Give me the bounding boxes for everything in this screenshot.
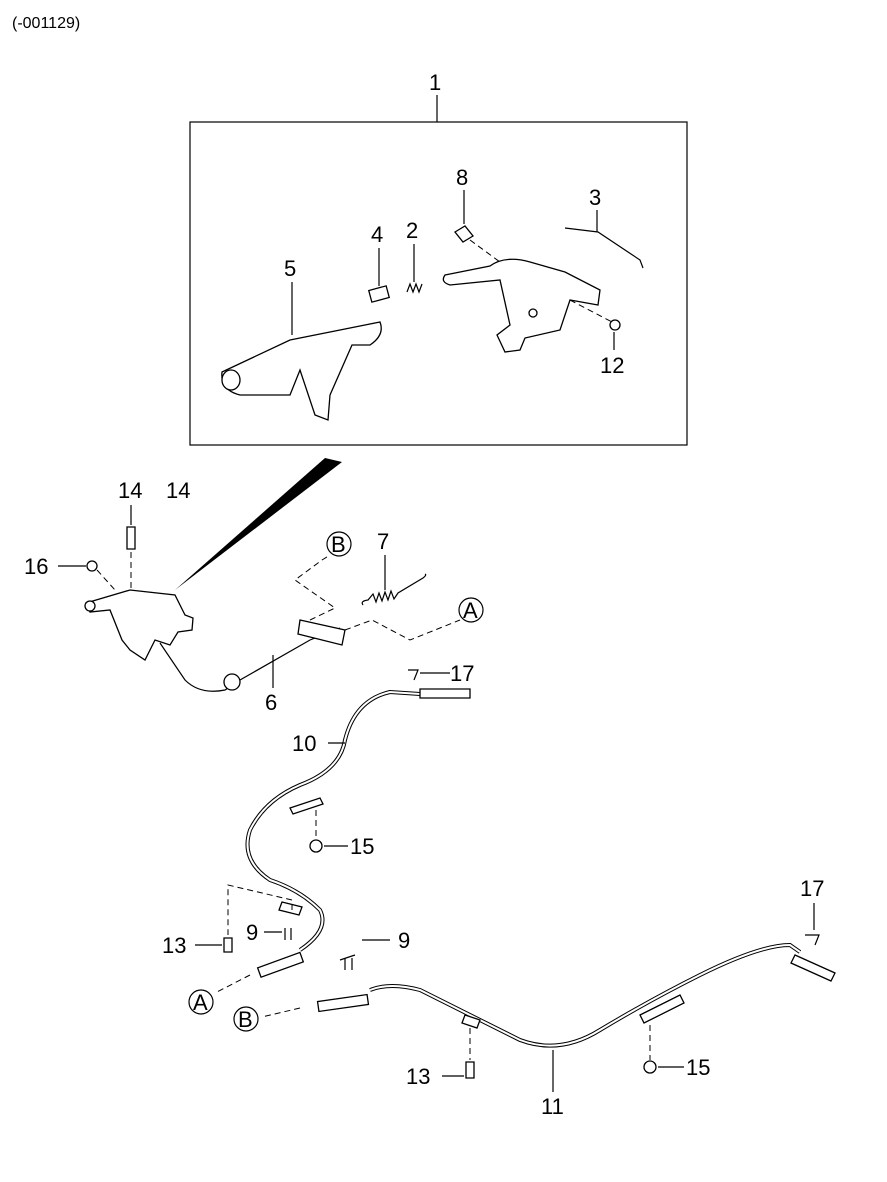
connector-b-top: B: [326, 531, 352, 557]
callout-15-bottom: 15: [686, 1055, 710, 1080]
lever-assembly-box: 1: [189, 70, 688, 446]
connector-a-top: A: [458, 597, 484, 623]
lever-with-bracket: 14 14 16: [24, 478, 194, 661]
callout-13-right: 13: [406, 1064, 430, 1089]
callout-6: 6: [265, 690, 277, 715]
detail-pointer: [175, 458, 342, 590]
svg-text:B: B: [331, 532, 346, 557]
callout-5: 5: [284, 256, 296, 281]
clip-part-8: 8: [454, 165, 501, 263]
diagram-code: (-001129): [12, 15, 80, 32]
button-part-4: 4: [367, 222, 391, 303]
lever-part: [442, 258, 601, 353]
callout-7: 7: [377, 529, 389, 554]
rod-part-3: 3: [564, 185, 644, 269]
spring-part-2: 2: [406, 218, 423, 294]
callout-3: 3: [589, 185, 601, 210]
callout-11: 11: [541, 1094, 564, 1119]
bolt-part-12: 12: [569, 299, 624, 378]
callout-16: 16: [24, 554, 48, 579]
lever-cover-part-5: 5: [221, 256, 382, 421]
front-cable-part-6: 6: [159, 554, 461, 715]
callout-12: 12: [600, 353, 624, 378]
callout-9-left: 9: [246, 920, 258, 945]
callout-13-left: 13: [162, 933, 186, 958]
svg-text:A: A: [193, 990, 208, 1015]
connector-b-bottom: B: [233, 1006, 259, 1032]
svg-text:B: B: [238, 1007, 253, 1032]
rear-cable-part-10: 17 10 15 13 9: [162, 661, 474, 994]
callout-2: 2: [406, 218, 418, 243]
callout-4: 4: [371, 222, 383, 247]
callout-9-right: 9: [398, 928, 410, 953]
svg-text:A: A: [463, 598, 478, 623]
callout-14-secondary: 14: [166, 478, 190, 503]
spring-part-7: 7: [361, 529, 427, 606]
callout-17-top: 17: [450, 661, 474, 686]
connector-a-bottom: A: [188, 989, 214, 1015]
rear-cable-part-11: 9 13 11 15 17: [261, 876, 836, 1119]
callout-15-top: 15: [350, 834, 374, 859]
callout-17-right: 17: [800, 876, 824, 901]
callout-1: 1: [429, 70, 441, 95]
callout-14: 14: [118, 478, 142, 503]
callout-10: 10: [292, 731, 316, 756]
callout-8: 8: [456, 165, 468, 190]
